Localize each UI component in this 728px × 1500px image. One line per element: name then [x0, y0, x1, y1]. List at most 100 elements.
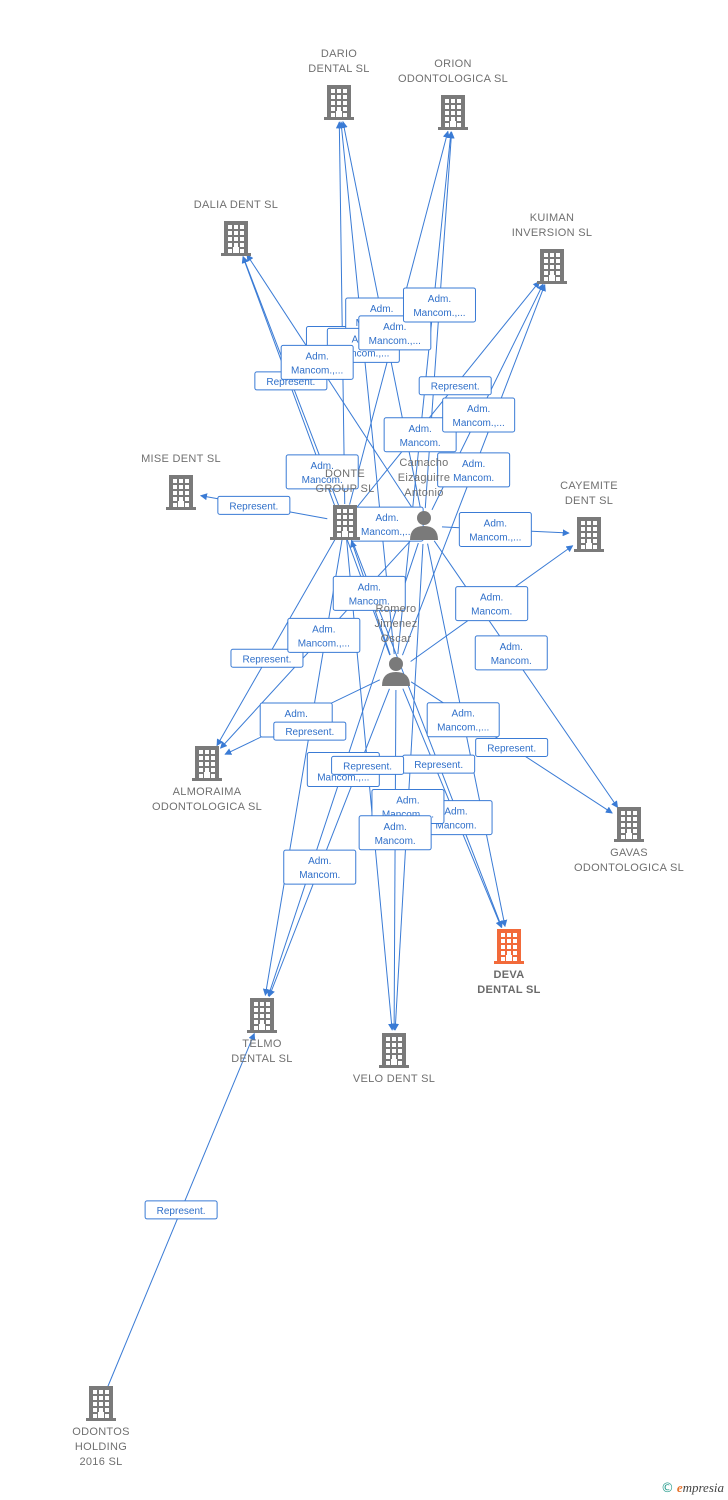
- building-icon: [192, 746, 222, 781]
- building-icon: [494, 929, 524, 964]
- node-label: KUIMAN: [530, 212, 575, 224]
- node-label: TELMO: [242, 1038, 282, 1050]
- edge-label-romero-to-gavas[interactable]: Represent.: [475, 737, 549, 757]
- edge-label-text: Adm.: [308, 856, 331, 867]
- node-label: HOLDING: [75, 1441, 127, 1453]
- edge-label-camacho-to-gavas[interactable]: Adm.Mancom.: [474, 635, 548, 671]
- edge-label-romero-to-dalia[interactable]: Adm.Mancom.: [285, 454, 359, 490]
- node-label: VELO DENT SL: [353, 1073, 435, 1085]
- edge-label-box: [217, 495, 291, 515]
- edge-label-text: Represent.: [414, 760, 463, 771]
- edge-label-box: [418, 376, 492, 396]
- edge-label-donte-to-orion[interactable]: Adm.Mancom.,...: [358, 315, 432, 351]
- edge-label-box: [331, 755, 405, 775]
- edge-label-donte-to-telmo[interactable]: Represent.: [273, 721, 347, 741]
- edge-label-text: Represent.: [285, 727, 334, 738]
- edge-label-text: Adm.: [383, 822, 406, 833]
- node-label: DARIO: [321, 48, 357, 60]
- building-icon: [574, 517, 604, 552]
- edge-label-box: [358, 815, 432, 851]
- edge-label-box: [475, 737, 549, 757]
- node-label: Jimenez: [374, 618, 417, 630]
- edge-label-text: Adm.: [375, 513, 398, 524]
- edge-label-romero-to-telmo[interactable]: Adm.Mancom.: [283, 849, 357, 885]
- building-icon: [166, 475, 196, 510]
- edge-label-text: Adm.: [428, 294, 451, 305]
- edge-label-camacho-to-kuiman[interactable]: Adm.Mancom.,...: [442, 397, 516, 433]
- edge-label-text: Mancom.: [349, 596, 390, 607]
- edge-label-romero-to-orion[interactable]: Adm.Mancom.: [383, 417, 457, 453]
- node-label: Oscar: [381, 633, 412, 645]
- edge-label-text: Represent.: [487, 743, 536, 754]
- node-kuiman[interactable]: KUIMAN INVERSION SL: [512, 212, 593, 284]
- edge-donte-to-telmo: [262, 539, 343, 996]
- node-label: INVERSION SL: [512, 227, 593, 239]
- edge-label-text: Represent.: [243, 654, 292, 665]
- edge-label-romero-to-velo[interactable]: Adm.Mancom.: [358, 815, 432, 851]
- edge-label-box: [426, 702, 500, 738]
- edge-label-text: Adm.: [305, 351, 328, 362]
- edge-label-text: Adm.: [285, 709, 308, 720]
- edge-label-text: Mancom.: [471, 607, 512, 618]
- edge-label-box: [437, 452, 511, 488]
- edge-label-odontos-to-telmo[interactable]: Represent.: [144, 1200, 218, 1220]
- building-icon: [86, 1386, 116, 1421]
- node-velo[interactable]: VELO DENT SL: [353, 1033, 435, 1085]
- edge-donte-to-almoraima: [216, 537, 337, 747]
- node-label: DALIA DENT SL: [194, 199, 278, 211]
- edge-label-text: Adm.: [452, 709, 475, 720]
- edge-label-text: Represent.: [157, 1206, 206, 1217]
- edge-label-text: Adm.: [408, 424, 431, 435]
- edge-label-donte-to-deva[interactable]: Represent.: [402, 754, 476, 774]
- edge-label-text: Represent.: [343, 761, 392, 772]
- node-label: ODONTOLOGICA SL: [152, 801, 262, 813]
- edge-label-text: Adm.: [484, 518, 507, 529]
- edge-label-camacho-to-dalia[interactable]: Adm.Mancom.,...: [280, 344, 354, 380]
- building-icon: [221, 221, 251, 256]
- edge-label-camacho-to-deva[interactable]: Adm. Mancom.,...: [426, 702, 500, 738]
- edge-label-text: Adm.: [444, 807, 467, 818]
- edge-label-text: Adm.: [311, 461, 334, 472]
- building-icon: [438, 95, 468, 130]
- edge-label-box: [383, 417, 457, 453]
- node-label: 2016 SL: [79, 1456, 122, 1468]
- edge-label-text: Mancom.: [435, 821, 476, 832]
- edge-label-text: Adm.: [358, 582, 381, 593]
- edge-label-text: Mancom.,...: [437, 723, 489, 734]
- brand-watermark: ©empresia: [661, 1480, 724, 1496]
- edge-donte-to-dario: [335, 121, 346, 505]
- edge-label-romero-to-cayemite[interactable]: Adm.Mancom.: [455, 586, 529, 622]
- node-dalia[interactable]: DALIA DENT SL: [194, 199, 278, 256]
- edge-label-box: [230, 648, 304, 668]
- edge-label-camacho-to-orion[interactable]: Adm.Mancom.,...: [402, 287, 476, 323]
- edge-label-camacho-to-almoraima[interactable]: Adm.Mancom.,...: [287, 617, 361, 653]
- node-mise[interactable]: MISE DENT SL: [141, 453, 221, 510]
- building-icon: [330, 505, 360, 540]
- node-label: DEVA: [494, 969, 525, 981]
- edge-label-box: [474, 635, 548, 671]
- edge-label-text: Adm.: [467, 404, 490, 415]
- edge-label-text: Adm.: [462, 459, 485, 470]
- edge-label-donte-to-mise[interactable]: Represent.: [217, 495, 291, 515]
- edge-label-romero-to-donte[interactable]: Adm. Mancom.: [332, 575, 406, 611]
- node-label: Antonio: [404, 487, 443, 499]
- edge-label-camacho-to-cayemite[interactable]: Adm.Mancom.,...: [458, 511, 532, 547]
- edge-label-donte-to-almoraima[interactable]: Represent.: [230, 648, 304, 668]
- edge-label-romero-to-kuiman[interactable]: Adm.Mancom.: [437, 452, 511, 488]
- edge-romero-to-telmo: [268, 688, 390, 998]
- edge-label-text: Adm.: [383, 322, 406, 333]
- edge-label-donte-to-kuiman[interactable]: Represent.: [418, 376, 492, 396]
- edge-label-donte-to-velo[interactable]: Represent.: [331, 755, 405, 775]
- edge-label-text: Represent.: [266, 377, 315, 388]
